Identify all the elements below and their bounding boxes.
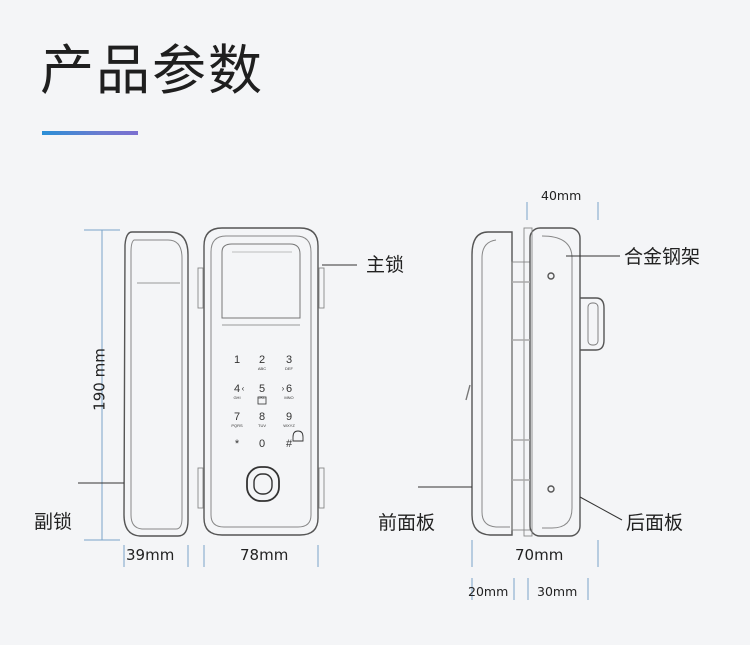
lock-icon [257,396,267,405]
keypad-key-letters: WXYZ [283,423,295,428]
keypad-key-6: 6 [286,383,292,395]
main-width-dimension: 78mm [240,546,289,564]
keypad-key-0: 0 [259,438,265,450]
alloy-frame-label: 合金钢架 [624,246,701,268]
keypad-key-letters: DEF [285,366,294,371]
total-depth-dimension: 70mm [515,546,564,564]
keypad-key-8: 8 [259,411,265,423]
main-lock-label: 主锁 [366,254,405,276]
rear-depth-dimension: 30mm [537,584,578,599]
secondary-lock-label: 副锁 [34,511,73,533]
keypad-key-star: * [235,438,240,450]
keypad-key-3: 3 [286,354,292,366]
keypad-key-5: 5 [259,383,265,395]
secondary-lock-drawing [123,231,189,537]
frame-depth-dimension: 40mm [541,188,582,203]
main-lock-drawing [197,227,325,536]
keypad-key-hash: # [286,438,293,450]
rear-panel-label: 后面板 [626,512,684,534]
bell-icon [292,430,304,442]
keypad-key-letters: GHI [233,395,240,400]
left-arrow-icon: ‹ [242,384,245,393]
keypad-key-letters: JKL [259,395,267,400]
keypad-key-letters: ABC [258,366,266,371]
keypad-key-letters: PQRS [231,423,243,428]
right-arrow-icon: › [282,384,285,393]
title-underline [42,131,138,135]
secondary-width-dimension: 39mm [126,546,175,564]
dimension-lines [84,202,599,600]
keypad-key-7: 7 [234,411,240,423]
height-dimension: 190 mm [90,348,109,411]
keypad-key-letters: TUV [258,423,266,428]
side-view-drawing [465,227,605,537]
keypad-key-1: 1 [234,354,240,366]
front-panel-label: 前面板 [378,512,436,534]
keypad-key-letters: MNO [284,395,293,400]
leader-lines [78,255,623,521]
keypad-key-4: 4 [234,383,240,395]
page-title: 产品参数 [40,39,264,102]
front-depth-dimension: 20mm [468,584,509,599]
keypad-key-2: 2 [259,354,265,366]
keypad-key-9: 9 [286,411,292,423]
